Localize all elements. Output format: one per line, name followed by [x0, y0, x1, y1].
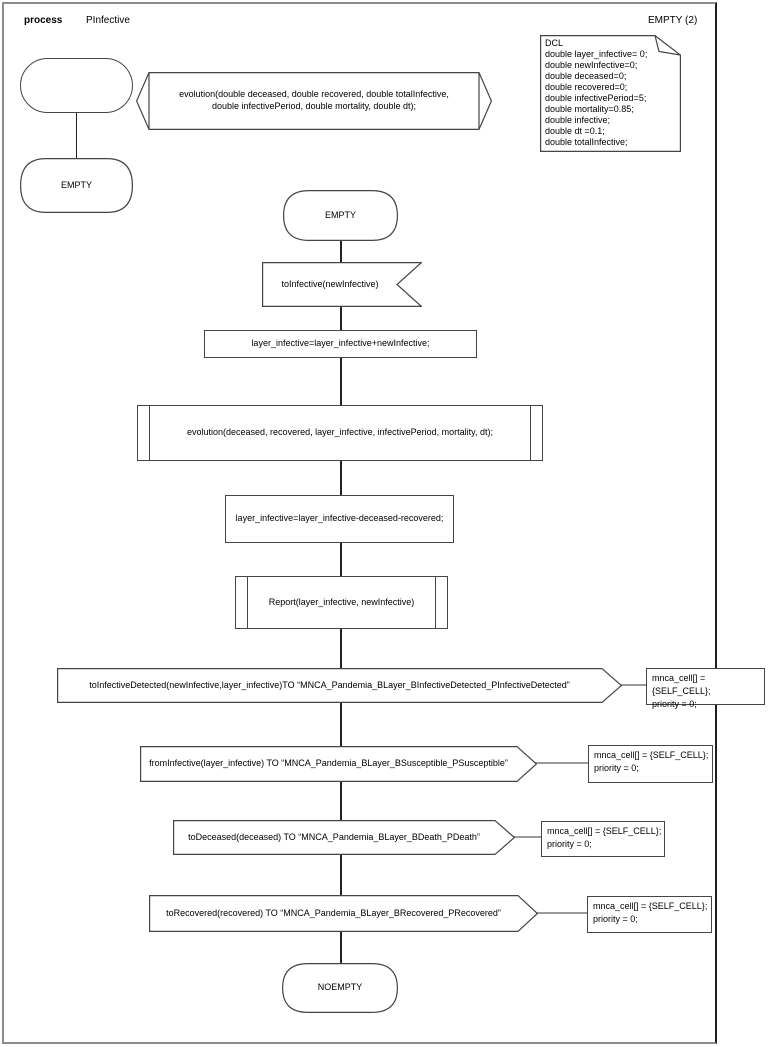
dcl-text-box[interactable]: DCL double layer_infective= 0; double ne… — [540, 35, 681, 152]
flow-line-start — [75, 113, 77, 158]
process-kind-label: process — [24, 15, 63, 26]
procedure-call-report[interactable]: Report(layer_infective, newInfective) — [235, 576, 448, 629]
procedure-declaration-evolution[interactable]: evolution(double deceased, double recove… — [136, 72, 492, 130]
process-name: PInfective — [86, 15, 130, 26]
comment-connector-2 — [535, 762, 589, 764]
task-label: layer_infective=layer_infective-deceased… — [235, 513, 444, 524]
input-toinfective[interactable]: toInfective(newInfective) — [262, 262, 422, 307]
state-label: NOEMPTY — [317, 982, 363, 993]
output-torecovered[interactable]: toRecovered(recovered) TO “MNCA_Pandemia… — [149, 895, 538, 932]
output-todeceased[interactable]: toDeceased(deceased) TO “MNCA_Pandemia_B… — [173, 820, 515, 855]
procedure-call-label: Report(layer_infective, newInfective) — [268, 596, 415, 607]
output-label: toDeceased(deceased) TO “MNCA_Pandemia_B… — [188, 831, 480, 842]
comment-box-mnca-cell-1[interactable]: mnca_cell[] = {SELF_CELL}; priority = 0; — [646, 668, 765, 709]
output-signal-shape — [173, 820, 515, 855]
output-frominfective[interactable]: fromInfective(layer_infective) TO “MNCA_… — [140, 746, 537, 782]
procedure-bar-left — [149, 406, 150, 460]
diagram-frame — [2, 2, 717, 1044]
start-symbol[interactable] — [20, 58, 133, 113]
output-label: fromInfective(layer_infective) TO “MNCA_… — [149, 758, 508, 769]
procedure-bar-right — [530, 406, 531, 460]
procedure-declaration-label: evolution(double deceased, double recove… — [179, 89, 449, 111]
state-counter-label: EMPTY (2) — [648, 15, 698, 26]
task-subtract-deceased-recovered[interactable]: layer_infective=layer_infective-deceased… — [225, 495, 454, 543]
comment-connector-1 — [620, 684, 647, 686]
output-signal-shape — [149, 895, 538, 932]
state-noempty[interactable]: NOEMPTY — [282, 963, 398, 1013]
state-label: EMPTY — [324, 209, 356, 220]
state-symbol-shape — [20, 158, 133, 213]
output-label: toInfectiveDetected(newInfective,layer_i… — [89, 679, 570, 690]
input-signal-shape — [262, 262, 422, 307]
comment-box-mnca-cell-4[interactable]: mnca_cell[] = {SELF_CELL}; priority = 0; — [587, 896, 712, 933]
dcl-declarations: DCL double layer_infective= 0; double ne… — [545, 38, 648, 147]
state-empty[interactable]: EMPTY — [283, 190, 398, 241]
output-signal-shape — [57, 668, 622, 703]
comment-box-mnca-cell-2[interactable]: mnca_cell[] = {SELF_CELL}; priority = 0; — [588, 745, 713, 783]
procedure-bar-right — [435, 577, 436, 628]
text-symbol-shape — [540, 35, 681, 152]
state-label: EMPTY — [60, 179, 92, 190]
task-add-newinfective[interactable]: layer_infective=layer_infective+newInfec… — [204, 330, 477, 358]
state-empty-left[interactable]: EMPTY — [20, 158, 133, 213]
comment-connector-4 — [536, 912, 588, 914]
output-toinfectivedetected[interactable]: toInfectiveDetected(newInfective,layer_i… — [57, 668, 622, 703]
procedure-call-label: evolution(deceased, recovered, layer_inf… — [187, 427, 493, 438]
comment-box-mnca-cell-3[interactable]: mnca_cell[] = {SELF_CELL}; priority = 0; — [541, 821, 665, 857]
output-label: toRecovered(recovered) TO “MNCA_Pandemia… — [166, 907, 501, 918]
input-label: toInfective(newInfective) — [281, 278, 379, 289]
procedure-bar-left — [247, 577, 248, 628]
comment-connector-3 — [513, 836, 542, 838]
output-signal-shape — [140, 746, 537, 782]
procedure-call-evolution[interactable]: evolution(deceased, recovered, layer_inf… — [137, 405, 543, 461]
task-label: layer_infective=layer_infective+newInfec… — [251, 338, 430, 349]
state-symbol-shape — [282, 963, 398, 1013]
state-symbol-shape — [283, 190, 398, 241]
procedure-declaration-shape — [136, 72, 492, 130]
